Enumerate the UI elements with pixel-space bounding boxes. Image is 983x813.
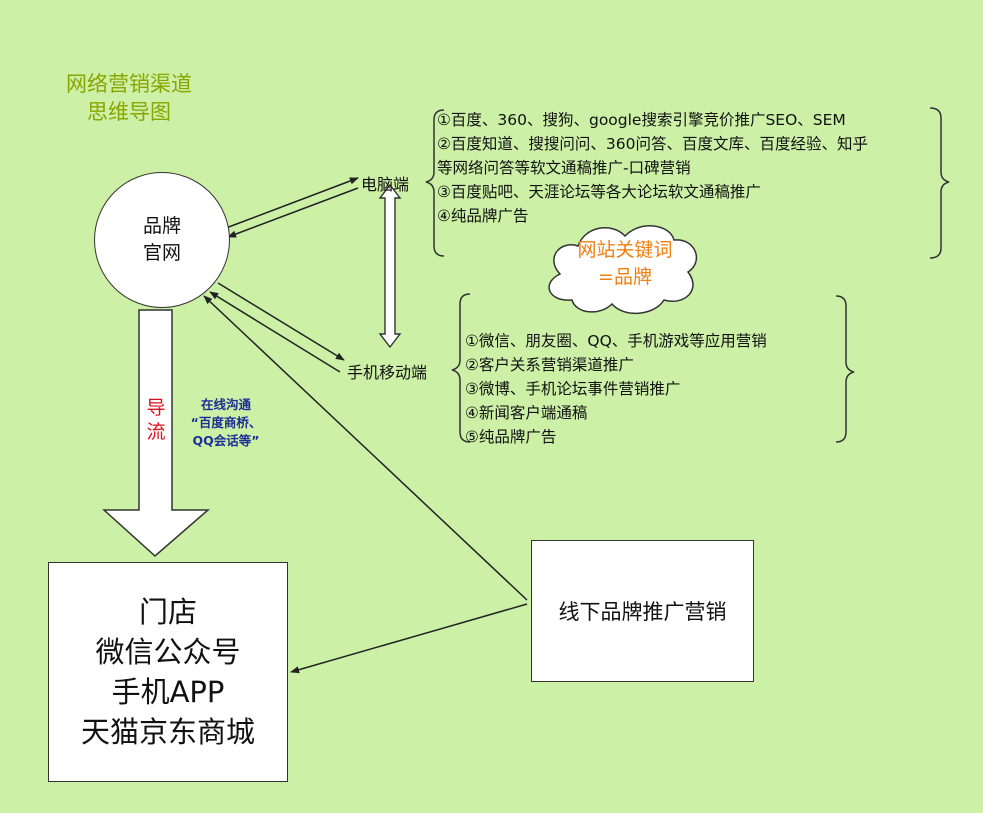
mobile-item: ③微博、手机论坛事件营销推广: [465, 380, 681, 398]
online-comm-label: 在线沟通 “百度商桥、 QQ会话等”: [176, 396, 276, 450]
guide-flow-line-2: 流: [146, 421, 166, 443]
diagram-title: 网络营销渠道 思维导图: [54, 70, 204, 126]
keyword-cloud-line-2: =品牌: [598, 266, 652, 288]
double-arrow-pc-mobile: [378, 183, 402, 349]
pc-item: ②百度知道、搜搜问问、360问答、百度文库、百度经验、知乎: [437, 135, 868, 153]
store-line-2: 微信公众号: [95, 635, 241, 669]
brand-site-line-1: 品牌: [142, 215, 181, 237]
online-comm-line-3: QQ会话等”: [192, 433, 260, 448]
arrow-brand-to-pc: [225, 177, 359, 229]
mobile-channel-list: ①微信、朋友圈、QQ、手机游戏等应用营销 ②客户关系营销渠道推广 ③微博、手机论…: [465, 329, 767, 449]
brand-site-line-2: 官网: [142, 242, 181, 264]
keyword-cloud-shape: [548, 225, 698, 315]
mobile-left-brace: [451, 293, 471, 443]
store-line-1: 门店: [138, 595, 197, 629]
brand-site-node: 品牌 官网: [94, 172, 230, 308]
arrow-mobile-to-brand: [209, 291, 341, 373]
offline-promotion-box: 线下品牌推广营销: [531, 540, 754, 682]
arrow-offline-to-store: [290, 603, 528, 674]
pc-left-brace: [425, 109, 445, 257]
title-line-1: 网络营销渠道: [66, 72, 192, 96]
pc-item: ④纯品牌广告: [437, 207, 529, 225]
guide-flow-label: 导 流: [144, 396, 168, 444]
mobile-item: ④新闻客户端通稿: [465, 404, 588, 422]
pc-right-brace: [929, 107, 950, 259]
online-comm-line-1: 在线沟通: [200, 397, 251, 412]
mobile-item: ⑤纯品牌广告: [465, 428, 557, 446]
title-line-2: 思维导图: [87, 100, 171, 124]
pc-label: 电脑端: [361, 175, 410, 194]
store-line-3: 手机APP: [111, 675, 225, 709]
arrow-pc-to-brand: [227, 187, 359, 238]
arrow-offline-to-brand: [203, 295, 528, 601]
guide-flow-line-1: 导: [146, 397, 166, 419]
guide-flow-arrow: [102, 309, 211, 558]
mobile-right-brace: [835, 295, 855, 443]
store-line-4: 天猫京东商城: [80, 715, 255, 749]
mobile-item: ②客户关系营销渠道推广: [465, 356, 634, 374]
pc-item: ①百度、360、搜狗、google搜索引擎竞价推广SEO、SEM: [437, 111, 846, 129]
online-comm-line-2: “百度商桥、: [190, 415, 262, 430]
pc-channel-list: ①百度、360、搜狗、google搜索引擎竞价推广SEO、SEM ②百度知道、搜…: [437, 108, 868, 228]
arrow-brand-to-mobile: [217, 282, 345, 361]
pc-item: 等网络问答等软文通稿推广-口碑营销: [437, 159, 691, 177]
keyword-cloud-text: 网站关键词 =品牌: [560, 237, 690, 291]
keyword-cloud-line-1: 网站关键词: [577, 239, 673, 261]
mobile-label: 手机移动端: [347, 363, 428, 382]
store-channels-box: 门店 微信公众号 手机APP 天猫京东商城: [48, 562, 288, 782]
mobile-item: ①微信、朋友圈、QQ、手机游戏等应用营销: [465, 332, 767, 350]
offline-label: 线下品牌推广营销: [558, 600, 727, 624]
pc-item: ③百度贴吧、天涯论坛等各大论坛软文通稿推广: [437, 183, 761, 201]
